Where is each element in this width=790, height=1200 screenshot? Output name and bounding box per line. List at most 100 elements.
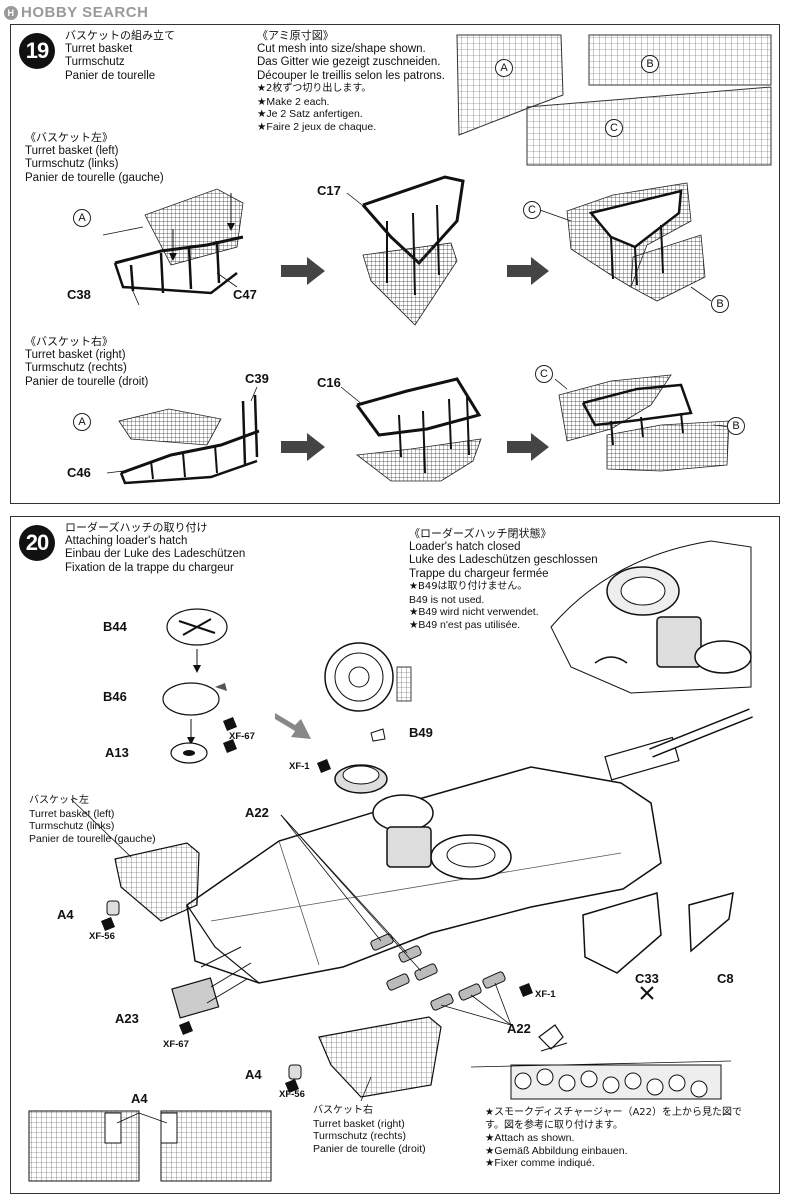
title-de: Turmschutz <box>65 56 125 68</box>
part-c33: C33 <box>635 971 659 986</box>
left-stage1-label-a: A <box>73 209 91 227</box>
title-en: Attaching loader's hatch <box>65 534 188 547</box>
left-stage3-label-c: C <box>523 201 541 219</box>
watermark-logo: H HOBBY SEARCH <box>4 4 148 21</box>
hatch-closed-caption: 《ローダーズハッチ閉状態》 Loader's hatch closed Luke… <box>409 527 598 631</box>
basket-left-fr: Panier de tourelle (gauche) <box>25 171 164 184</box>
part-c38: C38 <box>67 287 91 302</box>
part-c17: C17 <box>317 183 341 198</box>
basket-right-en: Turret basket (right) <box>313 1117 405 1130</box>
basket-right-fr: Panier de tourelle (droit) <box>25 375 149 388</box>
b49-de: ★B49 wird nicht verwendet. <box>409 606 539 618</box>
make-en: ★Make 2 each. <box>257 95 330 108</box>
mesh-line-de: Das Gitter wie gezeigt zuschneiden. <box>257 56 441 68</box>
step-20-drawings <box>28 540 753 1182</box>
left-stage3-label-b: B <box>711 295 729 313</box>
basket-right-caption: バスケット右 Turret basket (right) Turmschutz … <box>313 1105 426 1155</box>
basket-right-fr: Panier de tourelle (droit) <box>313 1142 426 1155</box>
right-stage3-label-b: B <box>727 417 745 435</box>
make-fr: ★Faire 2 jeux de chaque. <box>257 120 377 133</box>
basket-right-jp: 《バスケット右》 <box>25 335 113 348</box>
part-b49: B49 <box>409 725 433 740</box>
paint-xf67-b: XF-67 <box>163 1039 189 1050</box>
closed-de: Luke des Ladeschützen geschlossen <box>409 554 598 566</box>
paint-xf56-b: XF-56 <box>279 1089 305 1100</box>
make-de: ★Je 2 Satz anfertigen. <box>257 108 363 120</box>
part-b44: B44 <box>103 619 127 634</box>
watermark-text: HOBBY SEARCH <box>21 4 149 21</box>
note-fr: ★Fixer comme indiqué. <box>485 1157 595 1169</box>
basket-left-caption: バスケット左 Turret basket (left) Turmschutz (… <box>29 795 156 845</box>
basket-left-fr: Panier de tourelle (gauche) <box>29 832 156 845</box>
title-de: Einbau der Luke des Ladeschützen <box>65 548 246 560</box>
mesh-label-b: B <box>641 55 659 73</box>
mesh-a-shape <box>456 34 564 136</box>
right-stage3-label-c: C <box>535 365 553 383</box>
basket-right-drawings <box>106 374 732 485</box>
paint-xf1-a: XF-1 <box>289 761 310 772</box>
part-b46: B46 <box>103 689 127 704</box>
basket-left-title: 《バスケット左》 Turret basket (left) Turmschutz… <box>25 131 164 185</box>
title-fr: Panier de tourelle <box>65 69 156 82</box>
make-jp: ★2枚ずつ切り出します。 <box>257 83 372 94</box>
right-stage1-label-a: A <box>73 413 91 431</box>
mesh-title: 《アミ原寸図》 <box>257 29 334 42</box>
b49-fr: ★B49 n'est pas utilisée. <box>409 618 521 631</box>
mesh-line-fr: Découper le treillis selon les patrons. <box>257 69 445 82</box>
basket-right-jp: バスケット右 <box>313 1105 373 1116</box>
closed-en: Loader's hatch closed <box>409 540 521 553</box>
part-a22-lower: A22 <box>507 1021 531 1036</box>
part-a4-right: A4 <box>245 1067 262 1082</box>
step-19-title: バスケットの組み立て Turret basket Turmschutz Pani… <box>65 29 175 83</box>
part-c8: C8 <box>717 971 734 986</box>
basket-left-de: Turmschutz (links) <box>29 820 115 832</box>
mesh-label-c: C <box>605 119 623 137</box>
basket-right-de: Turmschutz (rechts) <box>313 1130 406 1142</box>
title-jp: ローダーズハッチの取り付け <box>65 521 208 534</box>
note-jp-1: ★スモークディスチャージャー（A22）を上から見た図で <box>485 1107 743 1118</box>
step-19-number: 19 <box>19 33 55 69</box>
basket-left-en: Turret basket (left) <box>25 144 119 157</box>
mesh-label-a: A <box>495 59 513 77</box>
watermark-icon: H <box>4 5 18 20</box>
basket-left-en: Turret basket (left) <box>29 807 115 820</box>
part-a4-detail: A4 <box>131 1091 148 1106</box>
smoke-discharger-note: ★スモークディスチャージャー（A22）を上から見た図で す。図を参考に取り付けま… <box>485 1107 742 1170</box>
step-20-panel: 20 ローダーズハッチの取り付け Attaching loader's hatc… <box>10 516 780 1194</box>
step-20-number: 20 <box>19 525 55 561</box>
mesh-c-shape <box>526 86 772 166</box>
part-c47: C47 <box>233 287 257 302</box>
mesh-templates <box>456 34 772 166</box>
note-de: ★Gemäß Abbildung einbauen. <box>485 1144 628 1157</box>
part-a22-upper: A22 <box>245 805 269 820</box>
mesh-line-en: Cut mesh into size/shape shown. <box>257 42 426 55</box>
mesh-b-shape <box>588 34 772 86</box>
note-jp-2: す。図を参考に取り付けます。 <box>485 1119 623 1131</box>
basket-left-de: Turmschutz (links) <box>25 158 119 170</box>
basket-right-title: 《バスケット右》 Turret basket (right) Turmschut… <box>25 335 148 389</box>
title-en: Turret basket <box>65 42 133 55</box>
part-a4-left: A4 <box>57 907 74 922</box>
title-jp: バスケットの組み立て <box>65 29 175 42</box>
mesh-instructions: 《アミ原寸図》 Cut mesh into size/shape shown. … <box>257 29 445 133</box>
basket-left-jp: バスケット左 <box>29 795 89 806</box>
note-en: ★Attach as shown. <box>485 1132 575 1144</box>
paint-xf1-b: XF-1 <box>535 989 556 1000</box>
paint-xf67-a: XF-67 <box>229 731 255 742</box>
closed-fr: Trappe du chargeur fermée <box>409 567 549 580</box>
title-fr: Fixation de la trappe du chargeur <box>65 561 234 574</box>
part-a23: A23 <box>115 1011 139 1026</box>
part-c46: C46 <box>67 465 91 480</box>
b49-jp: ★B49は取り付けません。 <box>409 581 528 592</box>
basket-left-drawings <box>102 175 712 326</box>
basket-right-en: Turret basket (right) <box>25 348 126 361</box>
b49-en: B49 is not used. <box>409 593 485 606</box>
closed-jp: 《ローダーズハッチ閉状態》 <box>409 527 552 540</box>
step-19-panel: 19 バスケットの組み立て Turret basket Turmschutz P… <box>10 24 780 504</box>
basket-left-jp: 《バスケット左》 <box>25 131 113 144</box>
part-c16: C16 <box>317 375 341 390</box>
part-c39: C39 <box>245 371 269 386</box>
part-a13: A13 <box>105 745 129 760</box>
basket-right-de: Turmschutz (rechts) <box>25 362 127 374</box>
paint-xf56-a: XF-56 <box>89 931 115 942</box>
